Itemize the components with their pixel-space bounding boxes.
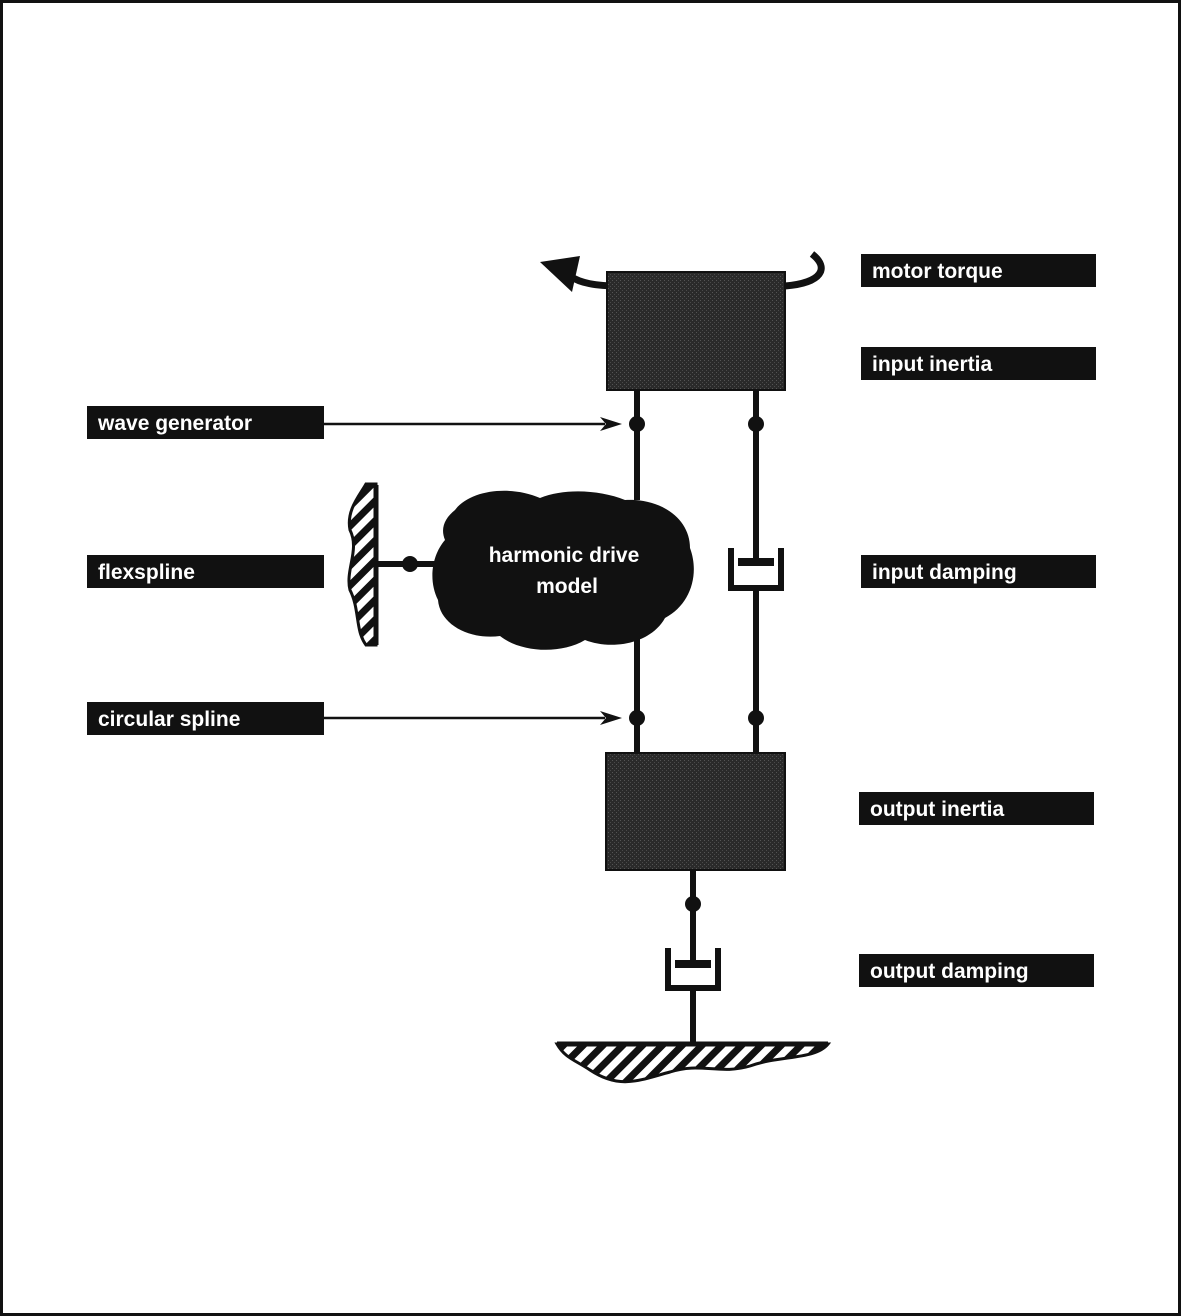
svg-text:input damping: input damping	[872, 561, 1017, 584]
output-ground	[554, 1041, 832, 1084]
label-motor-torque: motor torque	[861, 254, 1096, 287]
svg-text:output inertia: output inertia	[870, 798, 1004, 821]
flexspline-joint	[402, 556, 418, 572]
svg-text:output damping: output damping	[870, 960, 1029, 983]
label-wave-generator: wave generator	[87, 406, 324, 439]
input-damping-upper-joint	[748, 416, 764, 432]
svg-text:flexspline: flexspline	[98, 561, 195, 584]
output-shaft-joint	[685, 896, 701, 912]
flexspline-ground	[347, 482, 379, 647]
label-flexspline: flexspline	[87, 555, 324, 588]
label-input-inertia: input inertia	[861, 347, 1096, 380]
svg-text:input inertia: input inertia	[872, 353, 992, 376]
circular-spline-arrow	[324, 711, 622, 725]
label-input-damping: input damping	[861, 555, 1096, 588]
harmonic-drive-cloud	[432, 490, 694, 650]
svg-text:circular spline: circular spline	[98, 708, 240, 731]
svg-text:wave generator: wave generator	[97, 412, 252, 435]
wave-generator-joint	[629, 416, 645, 432]
input-damping-lower-joint	[748, 710, 764, 726]
harmonic-drive-label-line1: harmonic drive	[489, 544, 640, 567]
output-inertia-block	[605, 752, 786, 871]
label-output-damping: output damping	[859, 954, 1094, 987]
svg-text:motor torque: motor torque	[872, 260, 1003, 283]
harmonic-drive-label-line2: model	[536, 575, 598, 598]
label-circular-spline: circular spline	[87, 702, 324, 735]
circular-spline-joint	[629, 710, 645, 726]
label-output-inertia: output inertia	[859, 792, 1094, 825]
wave-generator-arrow	[324, 417, 622, 431]
input-damper	[728, 548, 784, 591]
input-inertia-block	[606, 271, 786, 391]
